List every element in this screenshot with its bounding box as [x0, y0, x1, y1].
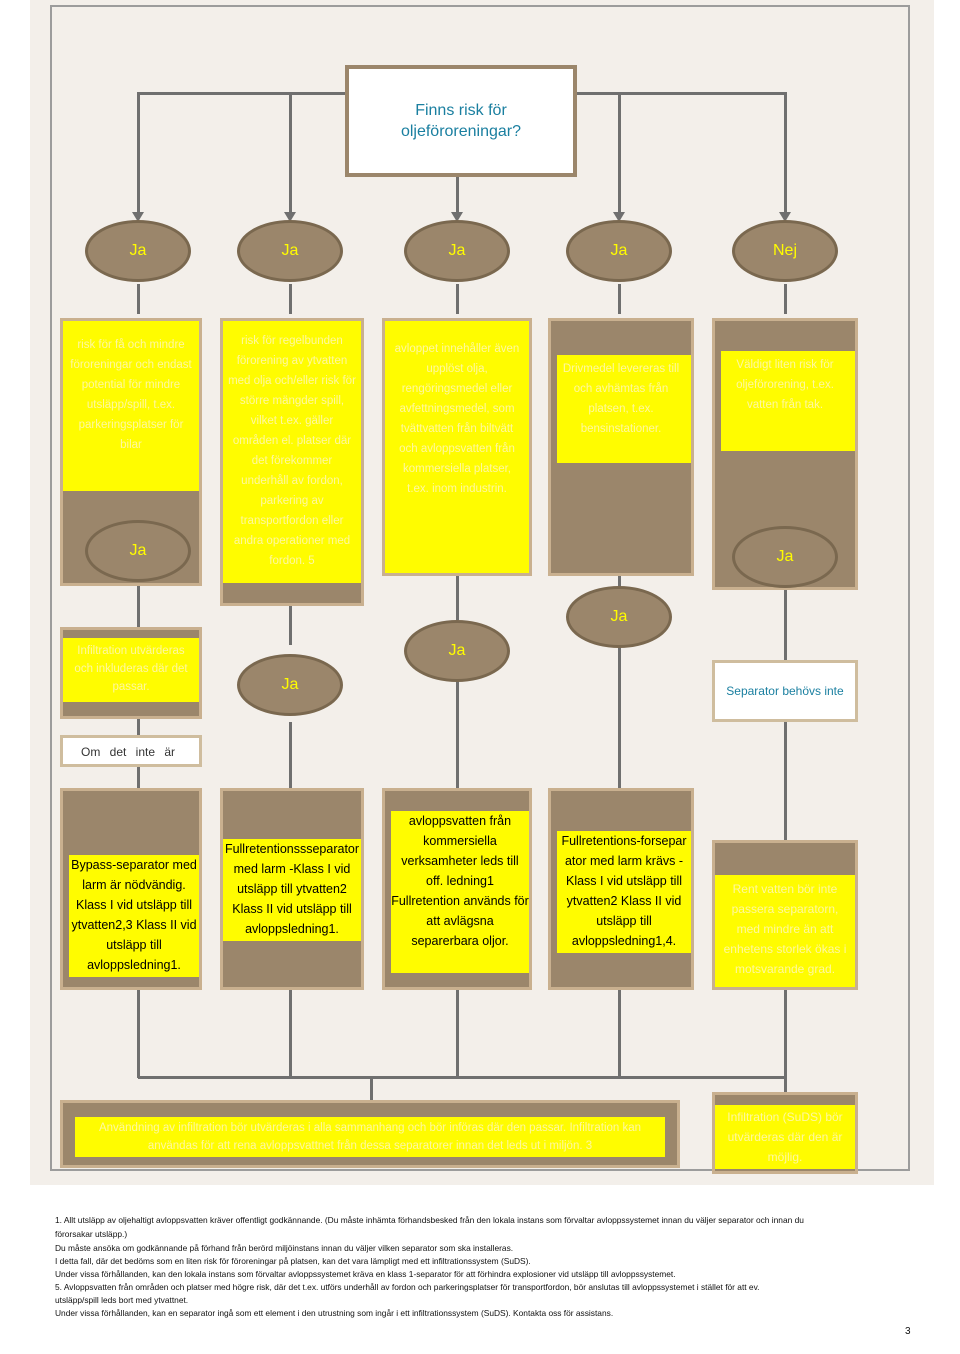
connector [137, 988, 140, 1078]
connector [456, 678, 459, 790]
page-number: 3 [905, 1326, 911, 1337]
footnote: Du måste ansöka om godkännande på förhan… [55, 1243, 514, 1253]
connector [618, 642, 621, 790]
answer-oval-nej: Nej [732, 220, 838, 282]
connector [137, 712, 140, 738]
answer-oval: Ja [566, 586, 672, 648]
question-text: Finns risk för oljeföroreningar? [400, 102, 522, 140]
arrow-down-icon [613, 212, 625, 222]
answer-oval: Ja [85, 520, 191, 582]
risk-box-4: Drivmedel levereras till och avhämtas fr… [548, 318, 694, 576]
question-box: Finns risk för oljeföroreningar? [345, 65, 577, 177]
answer-oval: Ja [237, 654, 343, 716]
connector [138, 1076, 786, 1079]
om-det-box: Om det inte är [60, 735, 202, 767]
connector [618, 92, 621, 217]
connector [137, 92, 140, 217]
infiltration-usage-box: Användning av infiltration bör utvärdera… [60, 1100, 680, 1168]
connector [456, 575, 459, 620]
answer-oval: Ja [566, 220, 672, 282]
connector [137, 284, 140, 314]
infiltration-suds-box: Infiltration (SuDS) bör utvärderas där d… [712, 1092, 858, 1174]
connector [289, 284, 292, 314]
answer-oval: Ja [404, 620, 510, 682]
risk-box-2: risk för regelbunden förorening av ytvat… [220, 318, 364, 606]
result-box-1: Bypass-separator med larm är nödvändig. … [60, 788, 202, 990]
connector [784, 92, 787, 217]
footnote: Under vissa förhållanden, kan den lokala… [55, 1269, 676, 1279]
connector [289, 92, 292, 217]
page-frame [50, 5, 910, 1171]
arrow-down-icon [451, 212, 463, 222]
connector [137, 582, 140, 627]
arrow-down-icon [284, 212, 296, 222]
connector [370, 1076, 373, 1102]
connector [618, 988, 621, 1078]
footnote: Under vissa förhållanden, kan en separat… [55, 1308, 614, 1318]
answer-oval: Ja [732, 526, 838, 588]
connector [618, 284, 621, 314]
connector [137, 765, 140, 790]
result-box-5: Rent vatten bör inte passera separatorn,… [712, 840, 858, 990]
connector [456, 284, 459, 314]
connector [784, 590, 787, 660]
risk-box-3: avloppet innehåller även upplöst olja, r… [382, 318, 532, 576]
connector [289, 605, 292, 645]
connector [784, 988, 787, 1078]
infiltration-box: Infiltration utvärderas och inkluderas d… [60, 627, 202, 719]
connector [784, 1076, 787, 1092]
connector [456, 988, 459, 1078]
answer-oval: Ja [85, 220, 191, 282]
answer-oval: Ja [404, 220, 510, 282]
answer-oval: Ja [237, 220, 343, 282]
separator-not-needed-box: Separator behövs inte [712, 660, 858, 722]
connector [618, 575, 621, 590]
footnote: förorsakar utsläpp.) [55, 1229, 128, 1239]
connector [289, 722, 292, 792]
result-box-4: Fullretentions-forsepar ator med larm kr… [548, 788, 694, 990]
footnote: 5. Avloppsvatten från områden och platse… [55, 1282, 760, 1292]
connector [784, 722, 787, 840]
result-box-3: avloppsvatten från kommersiella verksamh… [382, 788, 532, 990]
arrow-down-icon [132, 212, 144, 222]
connector [289, 988, 292, 1078]
arrow-down-icon [779, 212, 791, 222]
footnote: utsläpp/spill leds bort med ytvattnet. [55, 1295, 189, 1305]
footnote: I detta fall, där det bedöms som en lite… [55, 1256, 531, 1266]
result-box-2: Fullretentionssseparator med larm -Klass… [220, 788, 364, 990]
footnote: 1. Allt utsläpp av oljehaltigt avloppsva… [55, 1215, 804, 1225]
connector [784, 284, 787, 314]
